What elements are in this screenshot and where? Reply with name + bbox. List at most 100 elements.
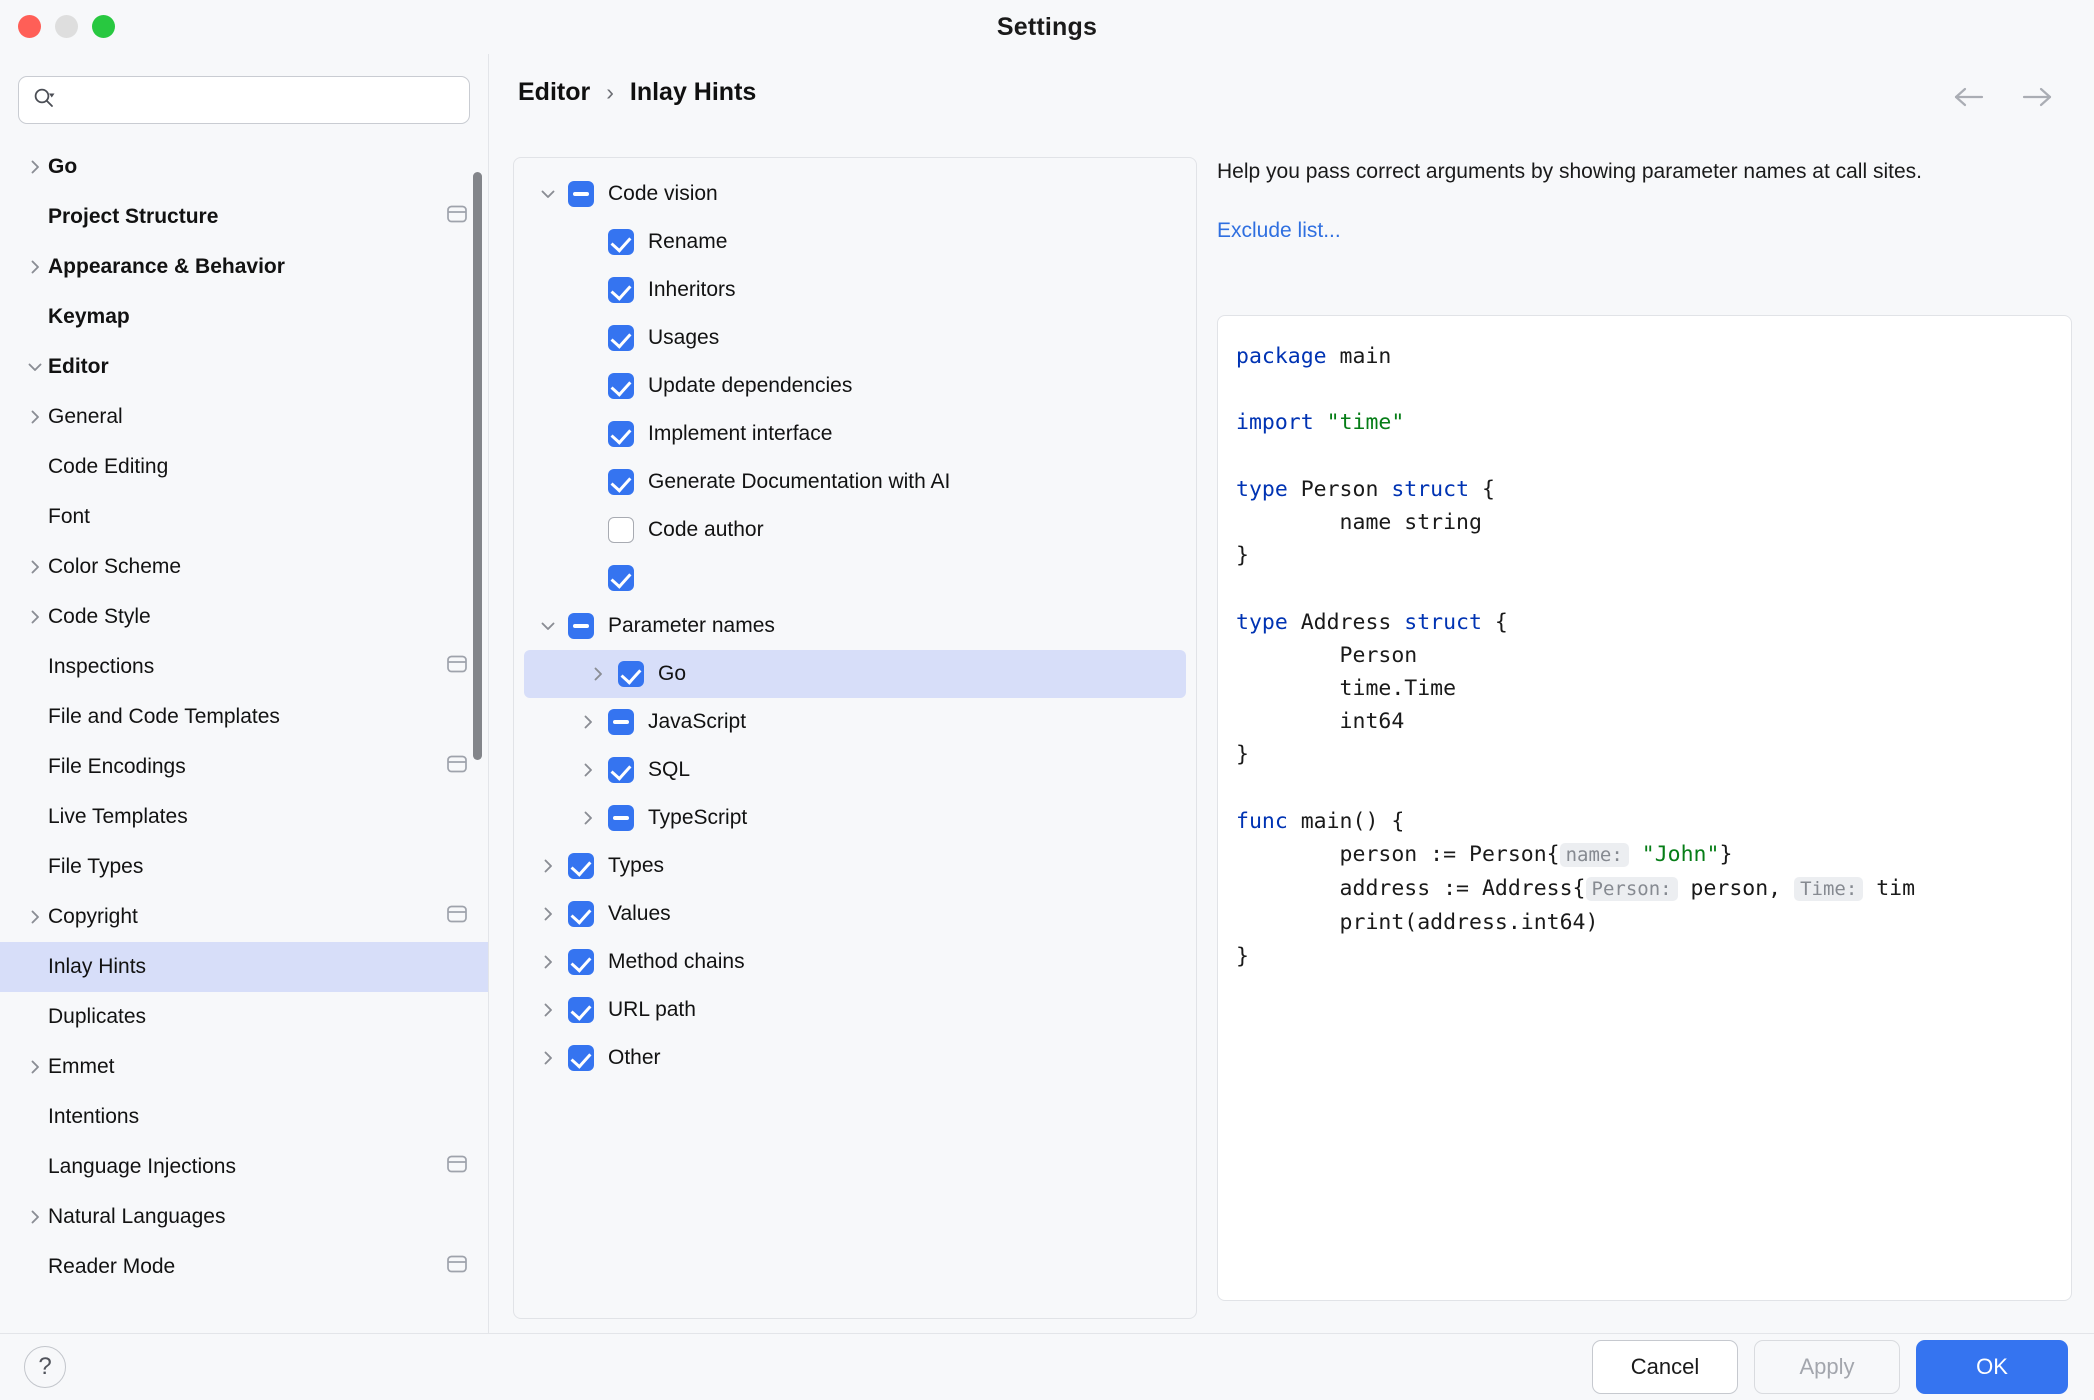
back-arrow-icon[interactable] (1952, 84, 1986, 115)
sidebar-item-project-structure[interactable]: Project Structure (0, 192, 488, 242)
chevron-right-icon[interactable] (568, 809, 608, 827)
sidebar-item-code-style[interactable]: Code Style (0, 592, 488, 642)
hint-row-update-dependencies[interactable]: Update dependencies (514, 362, 1196, 410)
hint-row-typescript[interactable]: TypeScript (514, 794, 1196, 842)
chevron-down-icon[interactable] (528, 185, 568, 203)
checkbox-unlabeled-8[interactable] (608, 565, 634, 591)
checkbox-typescript[interactable] (608, 805, 634, 831)
close-button[interactable] (18, 15, 41, 38)
checkbox-go[interactable] (618, 661, 644, 687)
checkbox-usages[interactable] (608, 325, 634, 351)
chevron-right-icon[interactable] (22, 408, 48, 426)
sidebar-item-reader-mode[interactable]: Reader Mode (0, 1242, 488, 1292)
checkbox-implement-interface[interactable] (608, 421, 634, 447)
chevron-right-icon[interactable] (22, 558, 48, 576)
sidebar-item-color-scheme[interactable]: Color Scheme (0, 542, 488, 592)
checkbox-sql[interactable] (608, 757, 634, 783)
code-text: main (1326, 344, 1392, 369)
hint-row-javascript[interactable]: JavaScript (514, 698, 1196, 746)
sidebar-item-duplicates[interactable]: Duplicates (0, 992, 488, 1042)
chevron-right-icon[interactable] (22, 258, 48, 276)
hint-row-implement-interface[interactable]: Implement interface (514, 410, 1196, 458)
chevron-right-icon[interactable] (568, 761, 608, 779)
checkbox-parameter-names[interactable] (568, 613, 594, 639)
breadcrumb-parent[interactable]: Editor (518, 78, 591, 106)
hint-row-method-chains[interactable]: Method chains (514, 938, 1196, 986)
sidebar-item-editor[interactable]: Editor (0, 342, 488, 392)
sidebar-item-go[interactable]: Go (0, 142, 488, 192)
hint-row-inheritors[interactable]: Inheritors (514, 266, 1196, 314)
chevron-right-icon[interactable] (528, 905, 568, 923)
hint-row-unlabeled-8[interactable] (514, 554, 1196, 602)
checkbox-javascript[interactable] (608, 709, 634, 735)
sidebar-item-language-injections[interactable]: Language Injections (0, 1142, 488, 1192)
sidebar-scrollbar[interactable] (473, 172, 482, 760)
checkbox-code-author[interactable] (608, 517, 634, 543)
hint-row-other[interactable]: Other (514, 1034, 1196, 1082)
hint-row-values[interactable]: Values (514, 890, 1196, 938)
hint-row-rename[interactable]: Rename (514, 218, 1196, 266)
exclude-list-link[interactable]: Exclude list... (1217, 218, 1341, 242)
checkbox-inheritors[interactable] (608, 277, 634, 303)
sidebar-item-file-encodings[interactable]: File Encodings (0, 742, 488, 792)
sidebar-item-natural-languages[interactable]: Natural Languages (0, 1192, 488, 1242)
checkbox-method-chains[interactable] (568, 949, 594, 975)
chevron-right-icon[interactable] (22, 908, 48, 926)
search-input[interactable] (63, 89, 455, 111)
sidebar-item-keymap[interactable]: Keymap (0, 292, 488, 342)
sidebar-item-copyright[interactable]: Copyright (0, 892, 488, 942)
maximize-button[interactable] (92, 15, 115, 38)
cancel-button[interactable]: Cancel (1592, 1340, 1738, 1394)
sidebar-item-code-editing[interactable]: Code Editing (0, 442, 488, 492)
sidebar-item-font[interactable]: Font (0, 492, 488, 542)
sidebar-item-inlay-hints[interactable]: Inlay Hints (0, 942, 488, 992)
hint-row-code-author[interactable]: Code author (514, 506, 1196, 554)
checkbox-rename[interactable] (608, 229, 634, 255)
ok-button[interactable]: OK (1916, 1340, 2068, 1394)
hint-row-code-vision[interactable]: Code vision (514, 170, 1196, 218)
search-box[interactable] (18, 76, 470, 124)
chevron-down-icon[interactable] (528, 617, 568, 635)
sidebar-item-file-and-code-templates[interactable]: File and Code Templates (0, 692, 488, 742)
checkbox-update-dependencies[interactable] (608, 373, 634, 399)
checkbox-values[interactable] (568, 901, 594, 927)
chevron-right-icon[interactable] (528, 857, 568, 875)
sidebar-item-live-templates[interactable]: Live Templates (0, 792, 488, 842)
chevron-right-icon[interactable] (22, 608, 48, 626)
checkbox-generate-documentation-with-ai[interactable] (608, 469, 634, 495)
sidebar-item-inspections[interactable]: Inspections (0, 642, 488, 692)
hint-row-go[interactable]: Go (524, 650, 1186, 698)
sidebar-item-appearance-behavior[interactable]: Appearance & Behavior (0, 242, 488, 292)
checkbox-other[interactable] (568, 1045, 594, 1071)
hint-row-url-path[interactable]: URL path (514, 986, 1196, 1034)
window-title: Settings (996, 12, 1098, 41)
forward-arrow-icon[interactable] (2020, 84, 2054, 115)
chevron-right-icon[interactable] (22, 158, 48, 176)
checkbox-types[interactable] (568, 853, 594, 879)
chevron-right-icon[interactable] (528, 953, 568, 971)
sidebar-item-general[interactable]: General (0, 392, 488, 442)
code-preview[interactable]: package main import "time" type Person s… (1217, 315, 2072, 1301)
chevron-right-icon[interactable] (568, 713, 608, 731)
chevron-right-icon[interactable] (528, 1049, 568, 1067)
sidebar-item-label: Reader Mode (48, 1255, 176, 1278)
sidebar-item-emmet[interactable]: Emmet (0, 1042, 488, 1092)
chevron-down-icon[interactable] (22, 358, 48, 376)
sidebar-item-file-types[interactable]: File Types (0, 842, 488, 892)
hint-row-parameter-names[interactable]: Parameter names (514, 602, 1196, 650)
hint-row-sql[interactable]: SQL (514, 746, 1196, 794)
minimize-button[interactable] (55, 15, 78, 38)
chevron-right-icon[interactable] (578, 665, 618, 683)
chevron-right-icon[interactable] (528, 1001, 568, 1019)
hint-row-generate-documentation-with-ai[interactable]: Generate Documentation with AI (514, 458, 1196, 506)
hint-row-types[interactable]: Types (514, 842, 1196, 890)
checkbox-url-path[interactable] (568, 997, 594, 1023)
chevron-right-icon[interactable] (22, 1208, 48, 1226)
chevron-right-icon[interactable] (22, 1058, 48, 1076)
sidebar-item-intentions[interactable]: Intentions (0, 1092, 488, 1142)
sidebar-item-label: Code Editing (48, 455, 169, 478)
help-icon[interactable]: ? (24, 1346, 66, 1388)
checkbox-code-vision[interactable] (568, 181, 594, 207)
hint-row-usages[interactable]: Usages (514, 314, 1196, 362)
